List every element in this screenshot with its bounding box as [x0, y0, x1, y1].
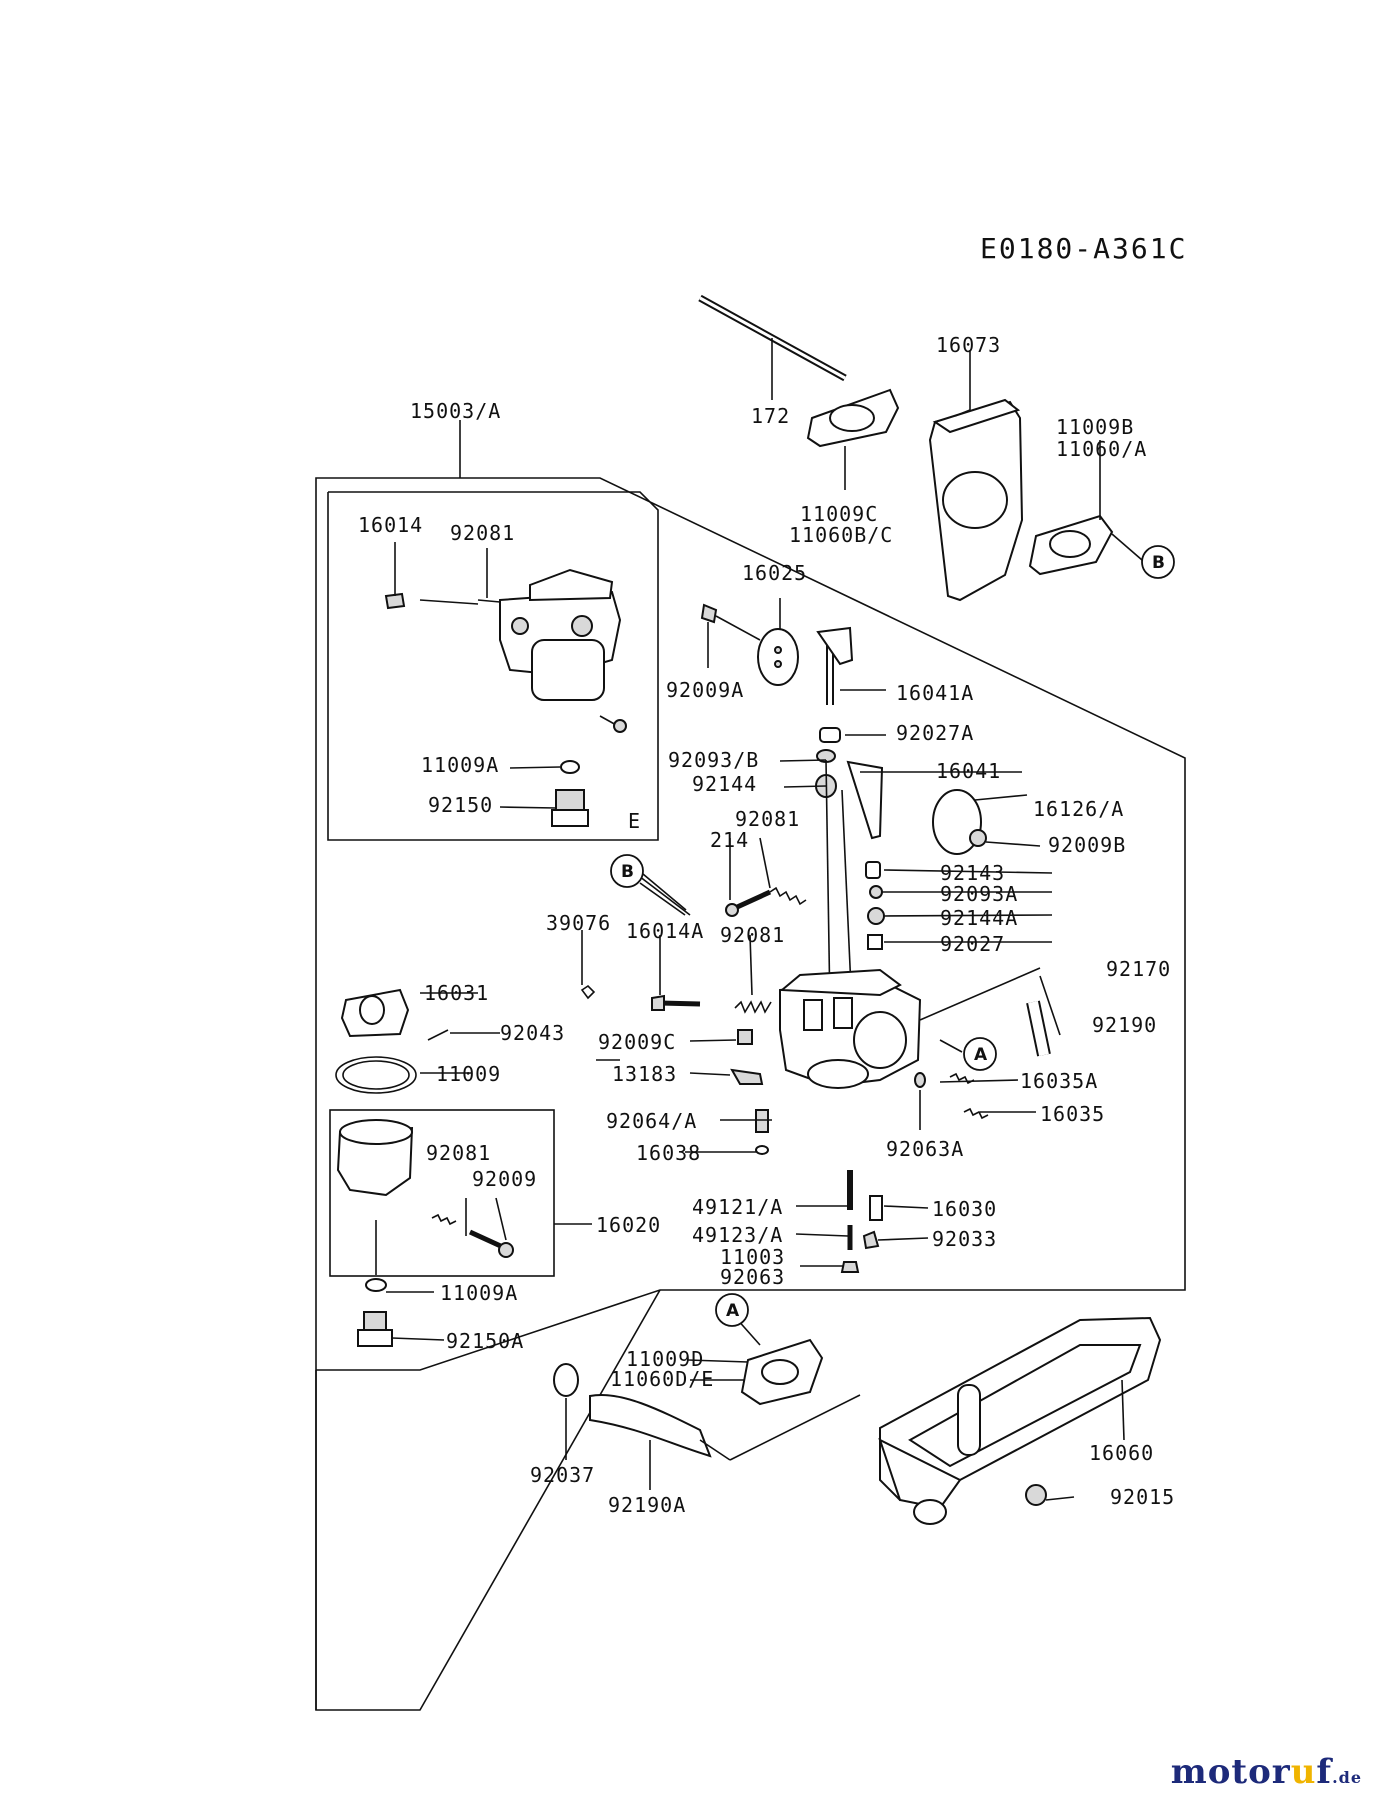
label-16025: 16025 [742, 561, 807, 585]
intake-stud [698, 294, 847, 400]
label-16060: 16060 [1089, 1441, 1154, 1465]
label-92063: 92063 [720, 1265, 785, 1289]
label-92063A: 92063A [886, 1137, 964, 1161]
label-92144: 92144 [692, 772, 757, 796]
callout-b-mid: B [610, 854, 644, 888]
label-11060A: 11060/A [1056, 437, 1147, 461]
label-92043: 92043 [500, 1021, 565, 1045]
label-92081: 92081 [450, 521, 515, 545]
label-172: 172 [751, 404, 790, 428]
label-15003A: 15003/A [410, 399, 501, 423]
label-92190: 92190 [1092, 1013, 1157, 1037]
label-92144A: 92144A [940, 906, 1018, 930]
label-13183: 13183 [612, 1062, 677, 1086]
carburetor-main [779, 967, 1041, 1089]
part-labels: 172 16073 11009B 11060/A 11009C 11060B/C… [358, 333, 1175, 1517]
label-11060DE: 11060D/E [610, 1367, 714, 1391]
label-16030: 16030 [932, 1197, 997, 1221]
assembly-outline-bottom [315, 1289, 661, 1711]
label-92150A: 92150A [446, 1329, 524, 1353]
label-214: 214 [710, 828, 749, 852]
label-16126A: 16126/A [1033, 797, 1124, 821]
label-92081-b: 92081 [735, 807, 800, 831]
insulator [928, 350, 1024, 602]
label-92015: 92015 [1110, 1485, 1175, 1509]
label-11009A: 11009A [421, 753, 499, 777]
float-bowl-box [329, 1109, 555, 1277]
callout-b-top: B [1141, 545, 1175, 579]
label-11003: 11003 [720, 1245, 785, 1269]
svg-text:B: B [1152, 553, 1165, 573]
label-16020: 16020 [596, 1213, 661, 1237]
leaders [386, 542, 1125, 1490]
label-92170: 92170 [1106, 957, 1171, 981]
svg-text:B: B [621, 862, 634, 882]
label-92027: 92027 [940, 932, 1005, 956]
label-92033: 92033 [932, 1227, 997, 1251]
label-92190A: 92190A [608, 1493, 686, 1517]
label-92037: 92037 [530, 1463, 595, 1487]
label-16041: 16041 [936, 759, 1001, 783]
label-16073: 16073 [936, 333, 1001, 357]
diagram-code: E0180-A361C [980, 232, 1187, 265]
label-92009: 92009 [472, 1167, 537, 1191]
watermark-logo: motoruf.de [1170, 1752, 1362, 1792]
label-49123A: 49123/A [692, 1223, 783, 1247]
label-16014: 16014 [358, 513, 423, 537]
air-filter-housing [878, 1316, 1162, 1525]
throttle-shaft [700, 603, 987, 1011]
label-16038: 16038 [636, 1141, 701, 1165]
label-16035: 16035 [1040, 1102, 1105, 1126]
label-92093A: 92093A [940, 882, 1018, 906]
callout-a-bottom: A [715, 1293, 749, 1327]
label-92027A: 92027A [896, 721, 974, 745]
label-49121A: 49121/A [692, 1195, 783, 1219]
carburetor-small [384, 568, 627, 827]
label-92081-c: 92081 [720, 923, 785, 947]
callout-a-mid: A [963, 1037, 997, 1071]
assembly-outline [315, 477, 1186, 1710]
label-92009A: 92009A [666, 678, 744, 702]
fuel-hose [553, 1363, 861, 1461]
label-E: E [628, 809, 641, 833]
label-92064A: 92064/A [606, 1109, 697, 1133]
label-11009C: 11009C [800, 502, 878, 526]
label-92143: 92143 [940, 861, 1005, 885]
label-11009A-2: 11009A [440, 1281, 518, 1305]
screws-springs [580, 886, 1061, 1273]
label-92081-d: 92081 [426, 1141, 491, 1165]
label-16041A: 16041A [896, 681, 974, 705]
label-16031: 16031 [424, 981, 489, 1005]
label-16035A: 16035A [1020, 1069, 1098, 1093]
subassembly-e-box [327, 491, 659, 841]
label-92150: 92150 [428, 793, 493, 817]
bowl-parts [335, 988, 514, 1347]
svg-text:A: A [726, 1301, 740, 1321]
label-11009D: 11009D [626, 1347, 704, 1371]
label-11060BC: 11060B/C [789, 523, 893, 547]
gasket-right [1028, 440, 1143, 576]
svg-text:A: A [974, 1045, 988, 1065]
gasket-upper [806, 388, 900, 490]
label-11009B: 11009B [1056, 415, 1134, 439]
gasket-lower [740, 1338, 824, 1406]
label-11009: 11009 [436, 1062, 501, 1086]
label-92093B: 92093/B [668, 748, 759, 772]
label-39076: 39076 [546, 911, 611, 935]
label-92009B: 92009B [1048, 833, 1126, 857]
label-16014A: 16014A [626, 919, 704, 943]
label-92009C: 92009C [598, 1030, 676, 1054]
